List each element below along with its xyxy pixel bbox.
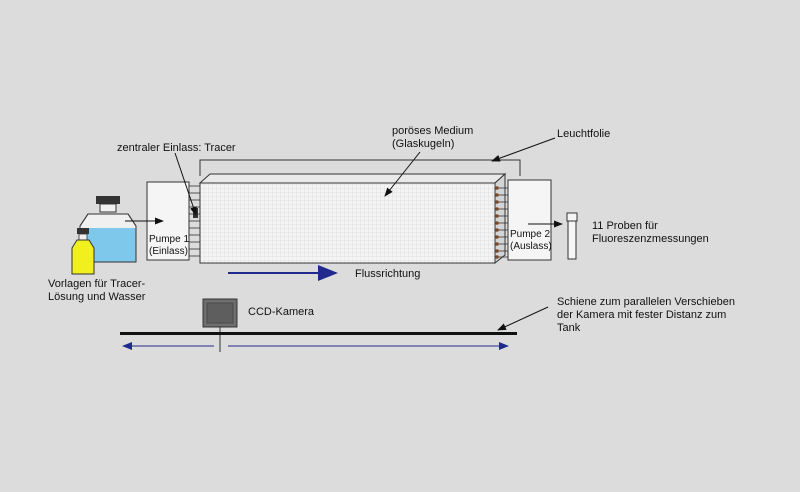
porous-medium-line1: poröses Medium xyxy=(392,125,474,137)
luminous-film-outline xyxy=(199,159,521,176)
reservoirs-line2: Lösung und Wasser xyxy=(48,291,146,303)
pump-2-label: Pumpe 2 (Auslass) xyxy=(510,229,552,253)
pump-1-label: Pumpe 1 (Einlass) xyxy=(149,234,189,258)
porous-medium-line2: (Glaskugeln) xyxy=(392,138,455,150)
pump-2-line2: (Auslass) xyxy=(510,241,552,252)
camera-rail xyxy=(120,332,517,335)
flow-direction-label: Flussrichtung xyxy=(355,268,421,280)
reservoirs-label: Vorlagen für Tracer- Lösung und Wasser xyxy=(48,278,145,304)
pump-1-line2: (Einlass) xyxy=(149,246,188,257)
rail-line3: Tank xyxy=(557,322,581,334)
pump-2-line1: Pumpe 2 xyxy=(510,229,551,240)
central-inlet-label: zentraler Einlass: Tracer xyxy=(117,142,236,154)
ccd-camera-label: CCD-Kamera xyxy=(248,306,315,318)
rail-line1: Schiene zum parallelen Verschieben xyxy=(557,296,735,308)
samples-label: 11 Proben für Fluoreszenzmessungen xyxy=(592,220,709,246)
luminous-film-label: Leuchtfolie xyxy=(557,128,611,140)
luminous-film-leader xyxy=(491,137,556,162)
rail-leader xyxy=(497,306,549,331)
bottle-icon xyxy=(71,228,95,275)
ccd-camera-icon xyxy=(202,298,238,328)
tank-top-face xyxy=(198,173,507,184)
inlet-tubes xyxy=(189,185,200,257)
rail-line2: der Kamera mit fester Distanz zum xyxy=(557,309,727,321)
rail-label: Schiene zum parallelen Verschieben der K… xyxy=(557,296,735,335)
porous-medium-leader xyxy=(384,151,421,197)
samples-line1: 11 Proben für xyxy=(592,220,658,232)
outlet-ports xyxy=(495,186,499,259)
central-inlet-leader xyxy=(174,152,197,216)
samples-line2: Fluoreszenzmessungen xyxy=(592,233,709,245)
pump-2-box xyxy=(507,179,552,261)
pump-1-line1: Pumpe 1 xyxy=(149,234,190,245)
test-tube-icon xyxy=(566,212,578,260)
porous-medium-tank xyxy=(199,182,496,264)
reservoirs-line1: Vorlagen für Tracer- xyxy=(48,278,146,290)
porous-medium-label: poröses Medium (Glaskugeln) xyxy=(392,125,473,151)
